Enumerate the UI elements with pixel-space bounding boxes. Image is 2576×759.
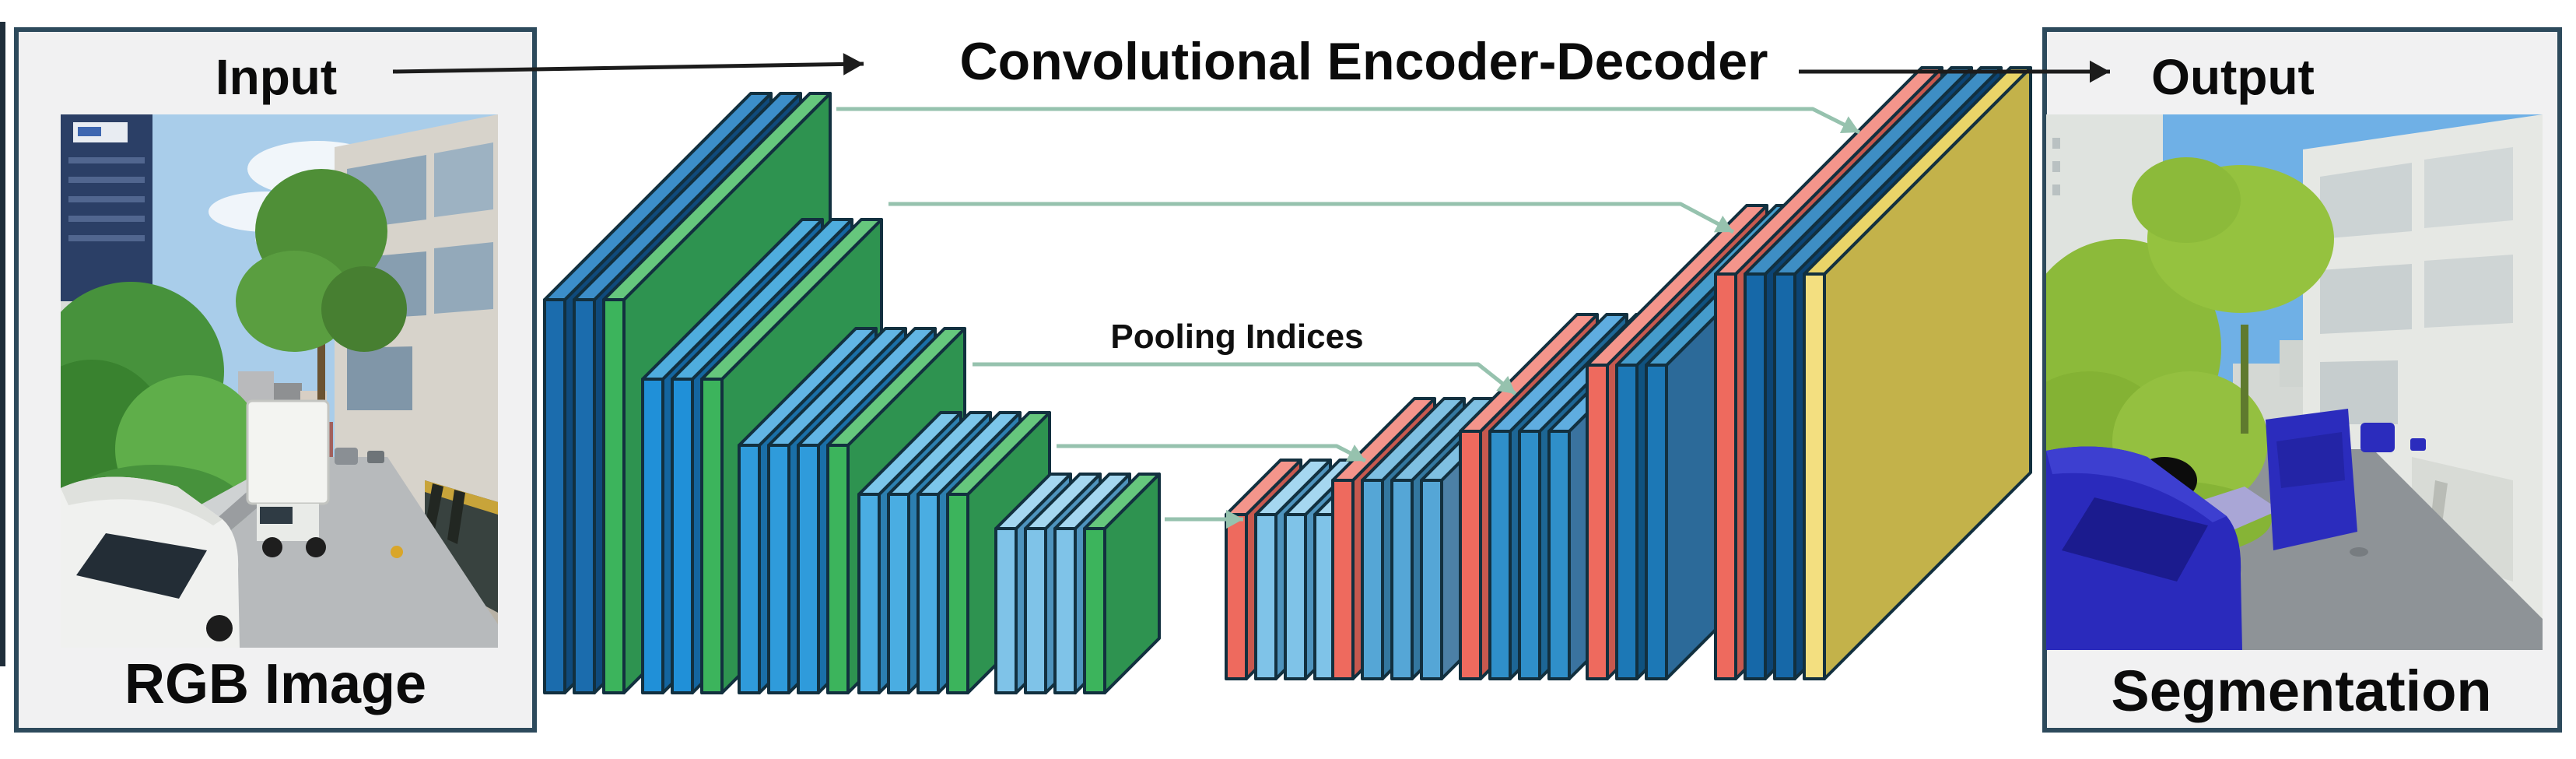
diagram-title: Convolutional Encoder-Decoder: [959, 32, 1768, 91]
input-caption: RGB Image: [124, 653, 427, 715]
pooling-indices-label: Pooling Indices: [1110, 318, 1364, 356]
input-header: Input: [215, 49, 338, 105]
output-caption: Segmentation: [2111, 659, 2492, 723]
rgb-street-photo: [61, 114, 498, 648]
output-header: Output: [2151, 49, 2315, 105]
segmentation-photo: [2046, 114, 2543, 650]
